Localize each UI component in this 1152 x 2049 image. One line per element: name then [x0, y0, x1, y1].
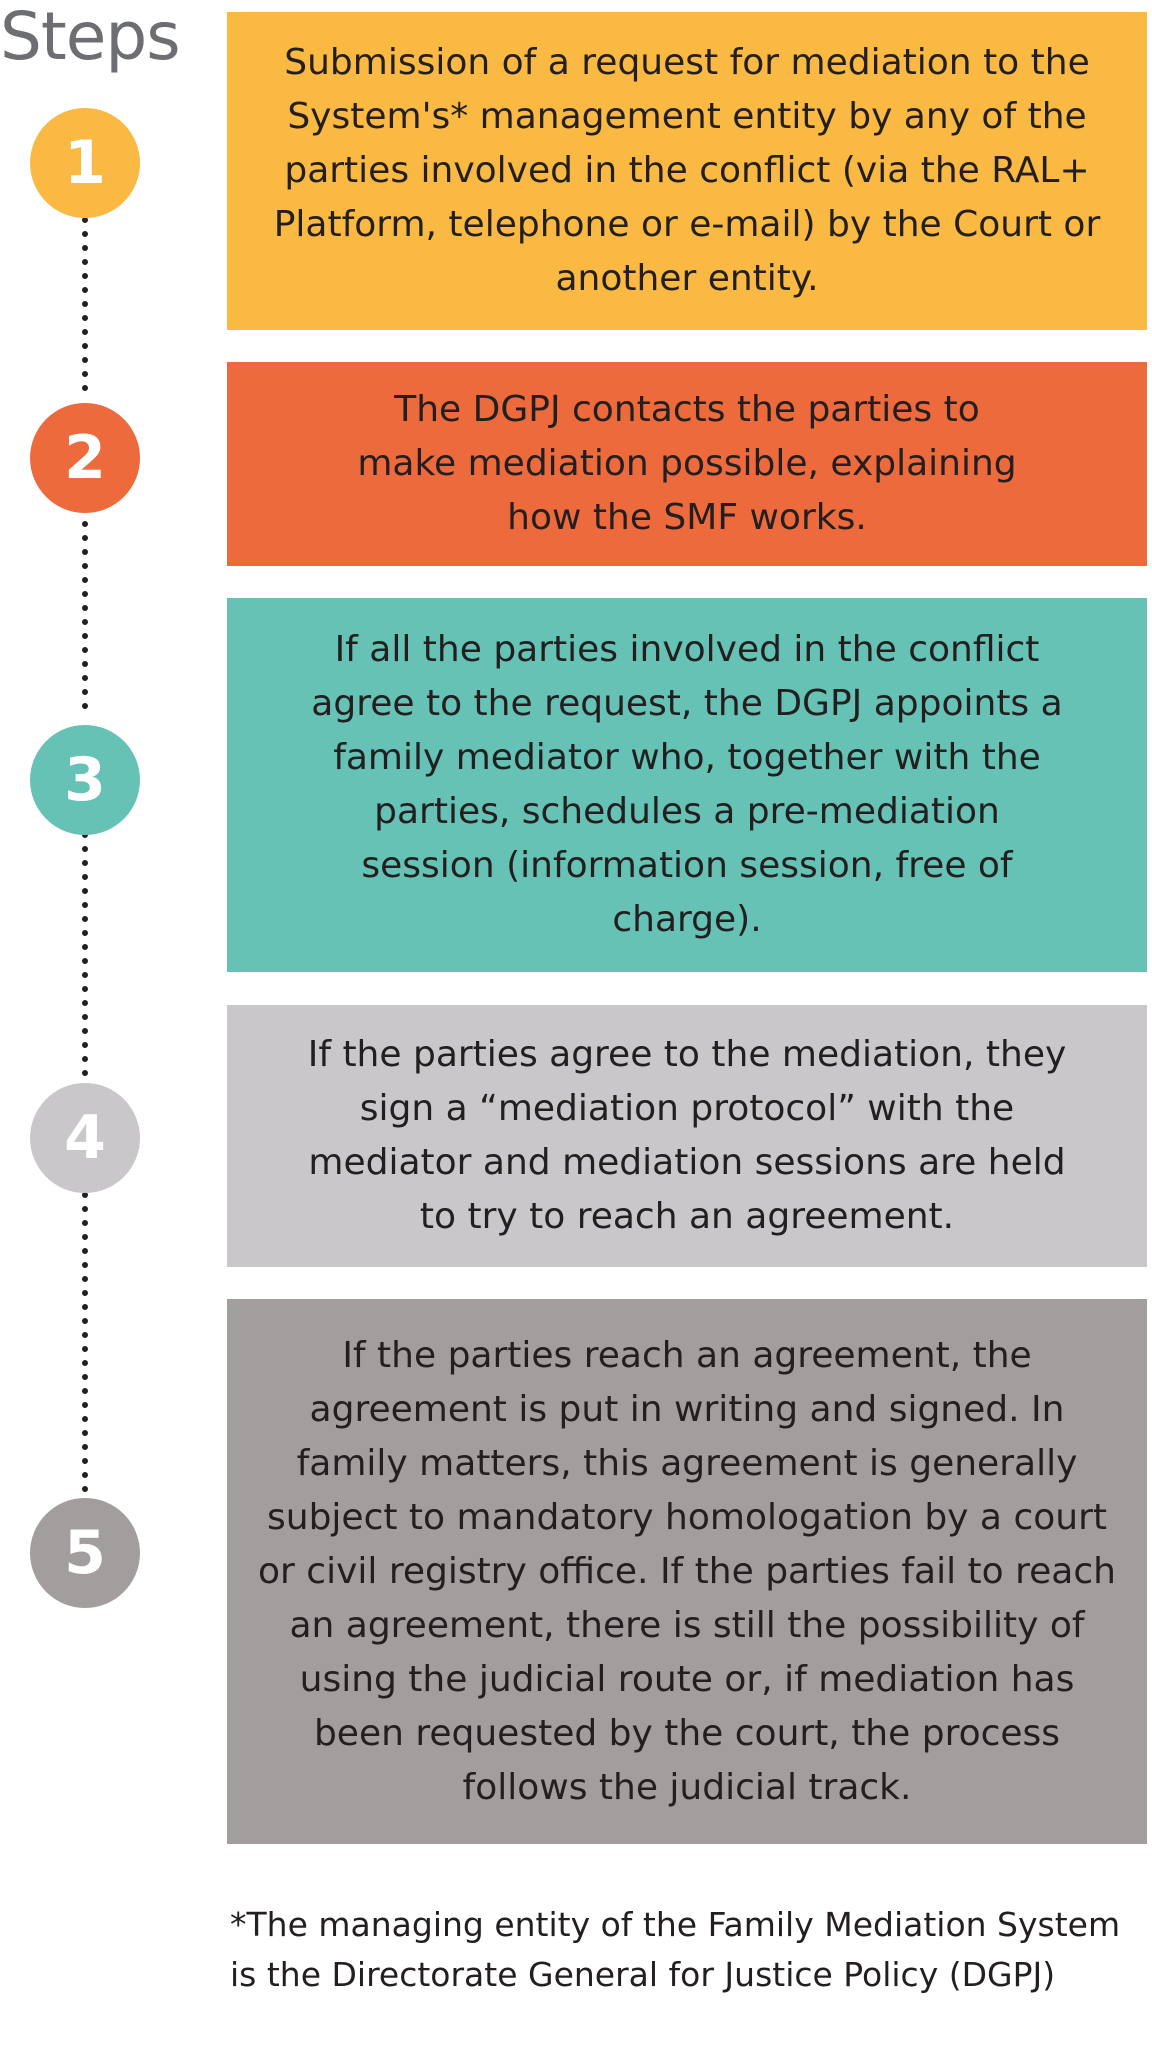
step-5-text: If the parties reach an agreement, the a… [258, 1334, 1116, 1808]
step-2-text: The DGPJ contacts the parties to make me… [357, 389, 1017, 538]
dotted-timeline [82, 217, 88, 1493]
step-2-circle: 2 [30, 403, 140, 513]
footnote: *The managing entity of the Family Media… [230, 1905, 1121, 1994]
step-5-number: 5 [64, 1518, 106, 1588]
step-5-circle: 5 [30, 1498, 140, 1608]
step-4-text: If the parties agree to the mediation, t… [307, 1034, 1067, 1237]
step-4-box: If the parties agree to the mediation, t… [227, 1005, 1147, 1267]
step-4-circle: 4 [30, 1083, 140, 1193]
step-1-circle: 1 [30, 108, 140, 218]
step-1-text: Submission of a request for mediation to… [273, 42, 1101, 299]
step-5-box: If the parties reach an agreement, the a… [227, 1299, 1147, 1844]
step-3-text: If all the parties involved in the confl… [311, 629, 1063, 940]
step-3-number: 3 [64, 745, 106, 815]
step-2-number: 2 [64, 423, 106, 493]
step-3-circle: 3 [30, 725, 140, 835]
page-title: Steps [0, 0, 181, 75]
step-1-number: 1 [64, 128, 106, 198]
step-4-number: 4 [64, 1103, 106, 1173]
step-3-box: If all the parties involved in the confl… [227, 598, 1147, 972]
step-2-box: The DGPJ contacts the parties to make me… [227, 362, 1147, 566]
step-1-box: Submission of a request for mediation to… [227, 12, 1147, 330]
